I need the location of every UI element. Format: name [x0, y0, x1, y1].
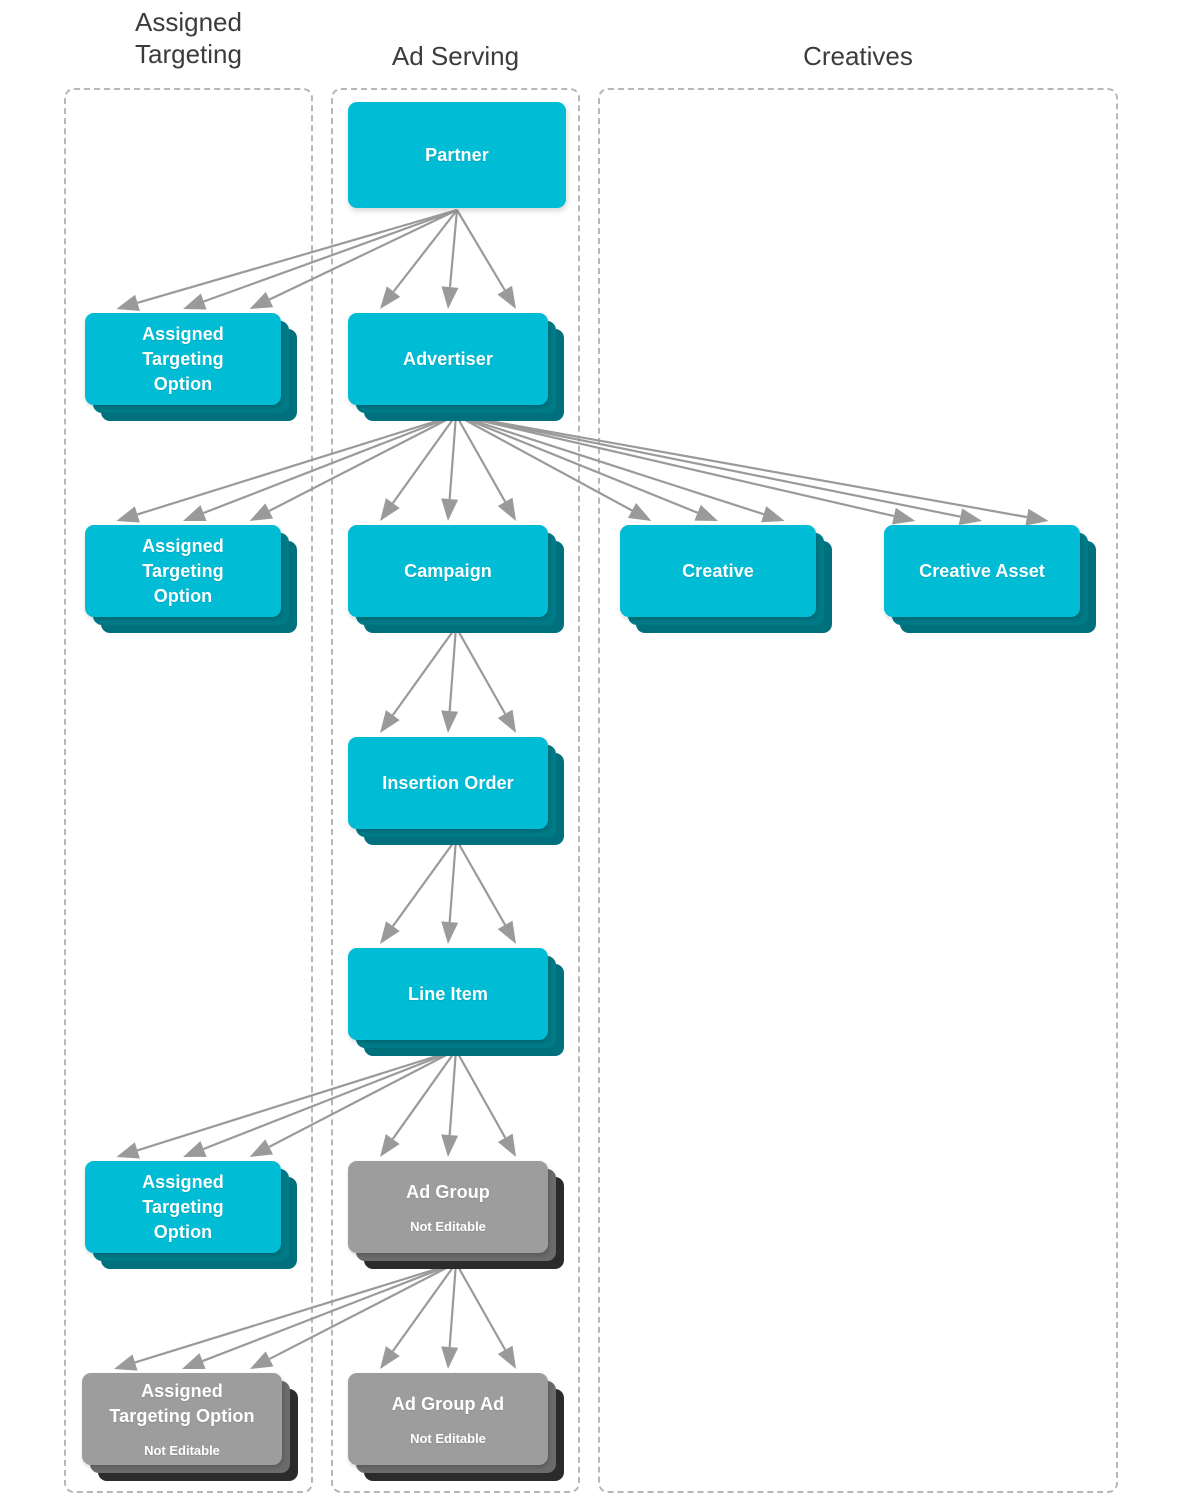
node-label: Assigned Targeting Option: [142, 1171, 224, 1242]
card-front-layer: Creative Asset: [884, 525, 1080, 617]
card-front-layer: Ad Group Not Editable: [348, 1161, 548, 1253]
node-assigned-targeting-option-line-item[interactable]: Assigned Targeting Option: [85, 1161, 297, 1269]
card-front-layer: Ad Group Ad Not Editable: [348, 1373, 548, 1465]
node-label: Campaign: [404, 560, 492, 581]
node-label: Advertiser: [402, 348, 494, 369]
node-creative-asset[interactable]: Creative Asset: [884, 525, 1096, 633]
card-front-layer: Assigned Targeting Option: [85, 1161, 281, 1253]
node-label: Assigned Targeting Option: [142, 535, 224, 606]
column-title-ad-serving: Ad Serving: [391, 41, 520, 71]
node-insertion-order[interactable]: Insertion Order: [348, 737, 564, 845]
node-label: Assigned Targeting Option: [109, 1381, 255, 1426]
group-box-assigned-targeting: [64, 88, 313, 1493]
node-label: Ad Group Ad: [391, 1393, 505, 1414]
node-label: Ad Group: [406, 1181, 490, 1202]
card-front-layer: Partner: [348, 102, 566, 208]
card-front-layer: Line Item: [348, 948, 548, 1040]
node-ad-group[interactable]: Ad Group Not Editable: [348, 1161, 564, 1269]
node-not-editable-badge: Not Editable: [410, 1218, 486, 1234]
node-label: Insertion Order: [382, 772, 514, 793]
node-assigned-targeting-option-ad-group[interactable]: Assigned Targeting Option Not Editable: [82, 1373, 298, 1481]
node-ad-group-ad[interactable]: Ad Group Ad Not Editable: [348, 1373, 564, 1481]
node-label: Assigned Targeting Option: [142, 323, 224, 394]
node-assigned-targeting-option-partner[interactable]: Assigned Targeting Option: [85, 313, 297, 421]
card-front-layer: Assigned Targeting Option: [85, 525, 281, 617]
node-creative[interactable]: Creative: [620, 525, 832, 633]
node-advertiser[interactable]: Advertiser: [348, 313, 564, 421]
node-line-item[interactable]: Line Item: [348, 948, 564, 1056]
column-title-assigned-targeting: Assigned Targeting: [135, 7, 242, 69]
node-label: Creative Asset: [919, 560, 1045, 581]
node-assigned-targeting-option-advertiser[interactable]: Assigned Targeting Option: [85, 525, 297, 633]
node-not-editable-badge: Not Editable: [144, 1443, 220, 1458]
node-label: Partner: [425, 144, 489, 165]
column-title-creatives: Creatives: [803, 41, 913, 71]
node-label: Line Item: [408, 983, 488, 1004]
card-front-layer: Assigned Targeting Option: [85, 313, 281, 405]
group-box-ad-serving: [331, 88, 580, 1493]
node-not-editable-badge: Not Editable: [410, 1430, 486, 1446]
card-front-layer: Assigned Targeting Option Not Editable: [82, 1373, 282, 1465]
group-box-creatives: [598, 88, 1118, 1493]
card-front-layer: Advertiser: [348, 313, 548, 405]
card-front-layer: Campaign: [348, 525, 548, 617]
card-front-layer: Insertion Order: [348, 737, 548, 829]
node-label: Creative: [682, 560, 754, 581]
node-campaign[interactable]: Campaign: [348, 525, 564, 633]
node-partner[interactable]: Partner: [348, 102, 566, 208]
card-front-layer: Creative: [620, 525, 816, 617]
